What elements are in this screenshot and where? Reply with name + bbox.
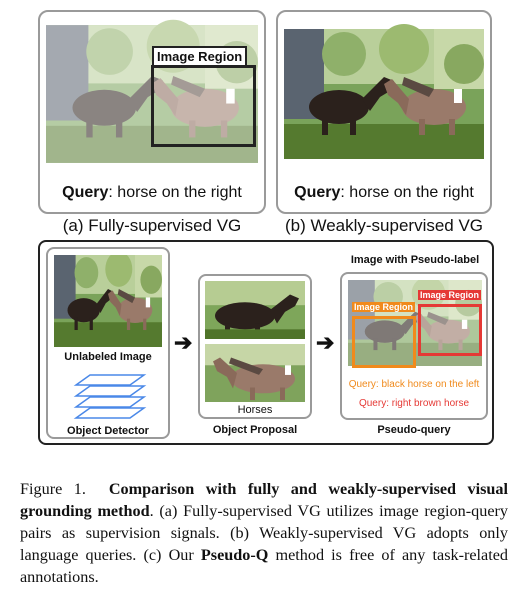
horses-label: Horses: [237, 404, 273, 416]
left-region-box: [352, 316, 416, 368]
subtitle-b: (b) Weakly-supervised VG: [284, 216, 484, 235]
object-detector-label: Object Detector: [67, 425, 149, 437]
scene-image-b: [284, 18, 484, 170]
query-text: Query: horse on the right: [278, 184, 490, 202]
image-region-box: [151, 65, 256, 147]
figure-caption: Figure 1. Comparison with fully and weak…: [20, 478, 508, 588]
query-rest: : horse on the right: [340, 184, 474, 201]
image-region-label: Image Region: [152, 46, 248, 67]
query-text: Query: horse on the right: [40, 184, 264, 202]
pseudo-label-box: Image Region Image Region Query: black h…: [340, 272, 488, 420]
caption-prefix: Figure 1.: [20, 480, 86, 498]
right-region-label: Image Region: [418, 290, 482, 300]
panel-pseudo-q: Unlabeled Image Object Detector ➔ Horses…: [38, 240, 494, 445]
caption-text2: method is free of any task-related annot…: [20, 546, 509, 586]
object-proposal-box: Horses: [198, 274, 312, 419]
proposal-brown-horse: [205, 344, 305, 402]
query-left-text: Query: black horse on the left: [348, 379, 480, 390]
query-bold: Query: [294, 184, 341, 201]
caption-text1: . (a) Fully-supervised VG utilizes image…: [20, 502, 508, 564]
caption-bold2: Pseudo-Q: [200, 546, 269, 564]
unlabeled-image-box: Unlabeled Image Object Detector: [46, 247, 170, 439]
pseudo-query-label: Pseudo-query: [377, 424, 451, 436]
object-proposal-label: Object Proposal: [212, 424, 298, 436]
query-right-text: Query: right brown horse: [358, 398, 470, 409]
right-region-box: [418, 304, 482, 356]
arrow-right-icon: ➔: [174, 330, 193, 355]
left-region-label: Image Region: [352, 302, 416, 312]
caption-bold: Comparison with fully and weakly-supervi…: [20, 480, 509, 520]
subtitle-a: (a) Fully-supervised VG: [62, 216, 242, 235]
unlabeled-image-label: Unlabeled Image: [64, 351, 152, 363]
panel-fully-supervised: Image Region Query: horse on the right: [38, 10, 266, 214]
proposal-dark-horse: [205, 281, 305, 339]
unlabeled-image: [54, 255, 162, 347]
query-rest: : horse on the right: [108, 184, 242, 201]
query-bold: Query: [62, 184, 109, 201]
panel-weakly-supervised: Query: horse on the right: [276, 10, 492, 214]
object-detector-icon: [70, 369, 150, 423]
arrow-right-icon: ➔: [316, 330, 335, 355]
pseudo-label-title: Image with Pseudo-label: [350, 254, 480, 266]
